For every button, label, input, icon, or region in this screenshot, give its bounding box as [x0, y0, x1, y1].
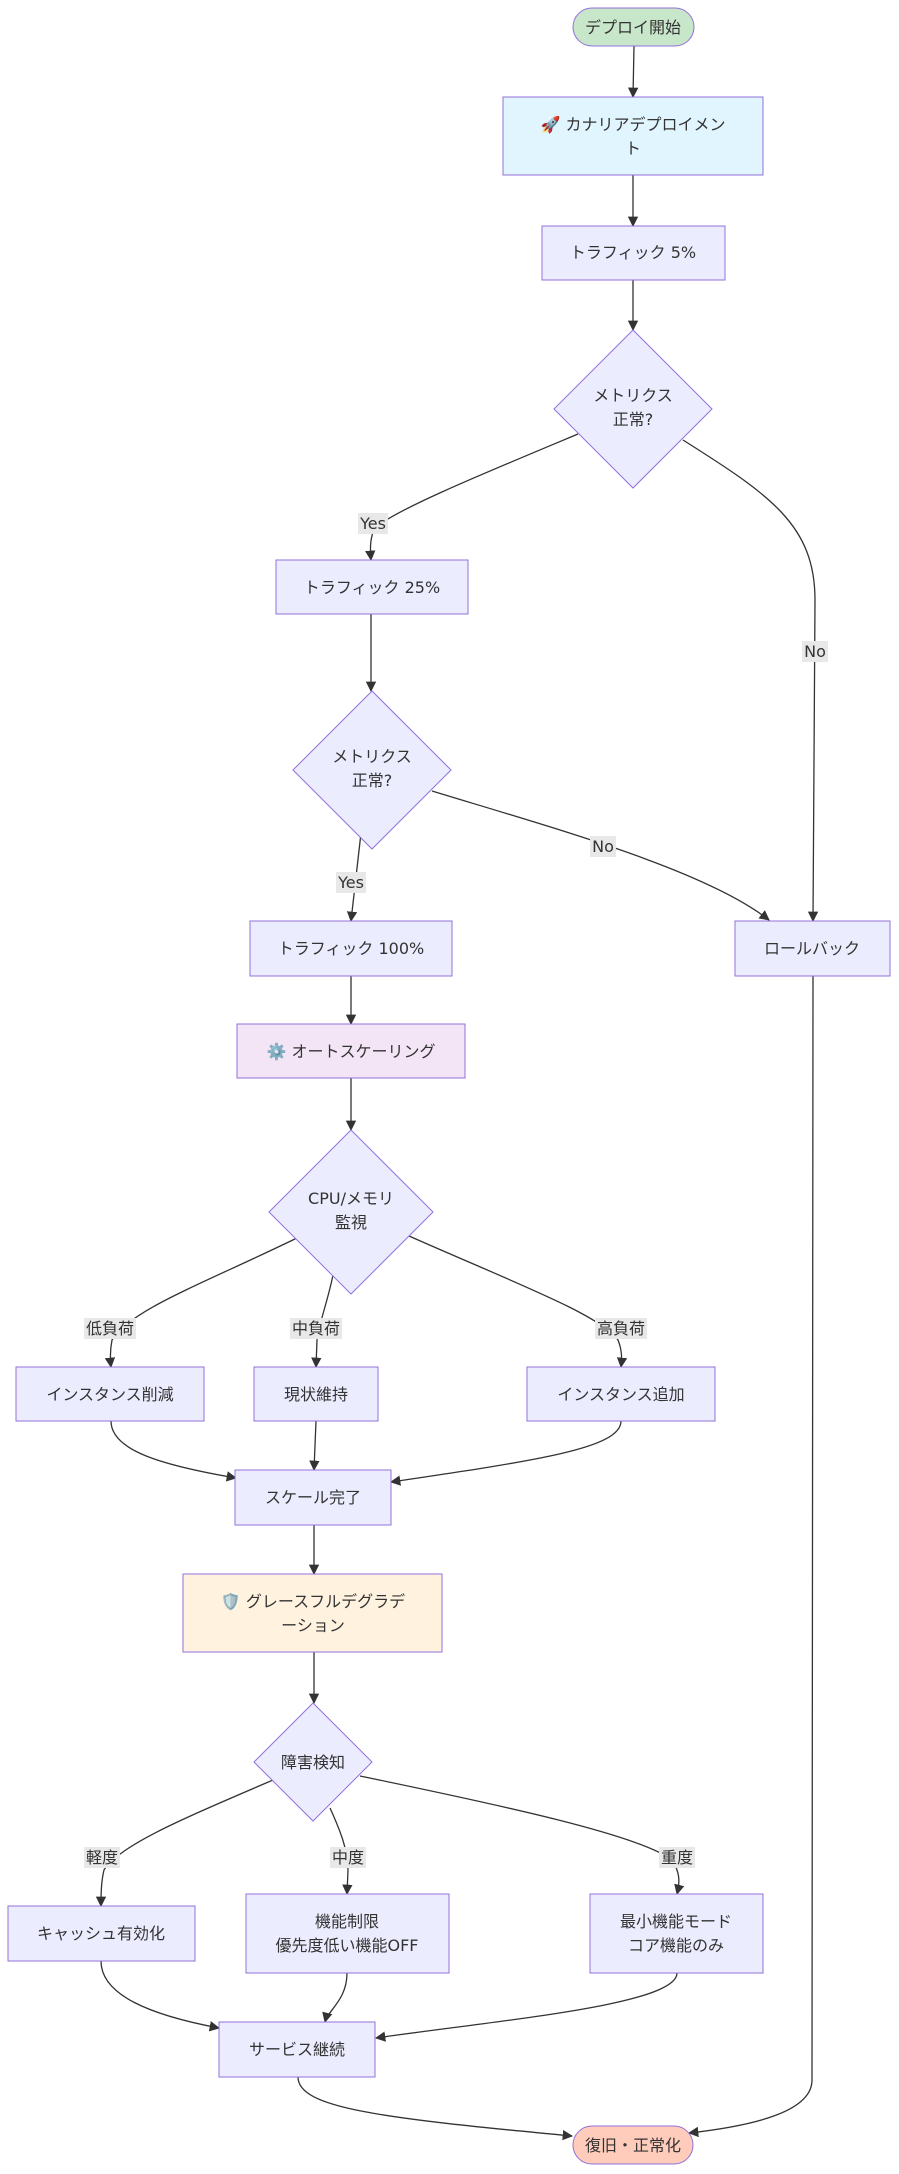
edge-label-text: 低負荷 [86, 1319, 134, 1338]
node-scale-complete: スケール完了 [234, 1469, 392, 1526]
node-service-continuation: サービス継続 [218, 2021, 376, 2078]
node-label: 障害検知 [281, 1753, 345, 1772]
node-recovery: 復旧・正常化 [572, 2125, 694, 2165]
node-graceful-degradation: 🛡️ グレースフルデグラデ ーション [182, 1573, 443, 1653]
edge-metrics1-rollback [682, 439, 819, 923]
edge-label-text: Yes [359, 514, 386, 533]
edge-metrics1-traffic25 [365, 433, 579, 562]
node-scale-in: インスタンス削減 [15, 1366, 205, 1422]
edge-label-text: No [804, 642, 826, 661]
edge-cache-continue [100, 1960, 221, 2032]
edge-label-low: 低負荷 [84, 1318, 136, 1339]
node-label: トラフィック 5% [570, 243, 696, 262]
edge-rollback-recover [687, 975, 814, 2138]
edge-monitor-keep [311, 1274, 334, 1369]
node-label-line-1: 🛡️ グレースフルデグラデ [221, 1592, 405, 1611]
edge-label-text: 中度 [332, 1848, 364, 1867]
node-label-line-2: 正常? [613, 410, 654, 429]
node-label: スケール完了 [265, 1488, 361, 1507]
node-metrics-check-1: メトリクス 正常? [553, 329, 713, 489]
node-label: デプロイ開始 [585, 18, 681, 37]
edge-label-text: 高負荷 [597, 1319, 645, 1338]
node-traffic-100: トラフィック 100% [249, 920, 453, 977]
node-scale-out: インスタンス追加 [526, 1366, 716, 1422]
node-label-line-2: 監視 [335, 1213, 367, 1232]
edge-metrics2-rollback [431, 790, 770, 921]
node-label: 現状維持 [284, 1385, 348, 1404]
node-enable-cache: キャッシュ有効化 [7, 1905, 196, 1962]
edge-label-yes-1: Yes [358, 513, 388, 534]
node-label-line-1: 機能制限 [315, 1912, 379, 1931]
node-label-line-2: ト [625, 139, 641, 158]
node-label: インスタンス削減 [46, 1385, 173, 1404]
edge-labels: Yes No Yes No 低負荷 中負荷 高負荷 軽度 [84, 513, 828, 1868]
edge-label-text: 軽度 [86, 1848, 118, 1867]
node-label-line-1: メトリクス [332, 747, 412, 766]
node-label: インスタンス追加 [557, 1385, 684, 1404]
node-label: ⚙️ オートスケーリング [266, 1042, 435, 1061]
node-canary-deployment: 🚀 カナリアデプロイメン ト [502, 96, 764, 176]
node-metrics-check-2: メトリクス 正常? [292, 690, 452, 850]
node-rollback: ロールバック [734, 920, 891, 977]
edge-detect-limit [329, 1807, 353, 1896]
edge-label-text: No [592, 837, 614, 856]
node-label-line-2: コア機能のみ [628, 1936, 724, 1955]
node-autoscaling: ⚙️ オートスケーリング [236, 1023, 466, 1079]
edge-label-mild: 軽度 [84, 1847, 120, 1868]
edges [95, 45, 819, 2141]
node-deploy-start: デプロイ開始 [572, 7, 695, 47]
node-label-line-2: ーション [281, 1616, 345, 1635]
node-failure-detection: 障害検知 [253, 1702, 373, 1822]
node-label: 復旧・正常化 [585, 2136, 681, 2155]
edge-limit-continue [322, 1972, 348, 2024]
node-label: ロールバック [764, 939, 860, 958]
edge-start-canary [627, 45, 639, 99]
nodes: デプロイ開始 🚀 カナリアデプロイメン ト トラフィック 5% メトリクス 正常… [7, 7, 891, 2165]
edge-scaleout-scaledone [389, 1420, 622, 1486]
node-label-line-2: 優先度低い機能OFF [275, 1936, 418, 1955]
node-label: トラフィック 100% [278, 939, 425, 958]
node-label-line-2: 正常? [352, 771, 393, 790]
node-label: トラフィック 25% [304, 578, 440, 597]
edge-detect-severe [359, 1775, 685, 1896]
node-traffic-5: トラフィック 5% [541, 225, 726, 281]
edge-minimal-continue [374, 1972, 678, 2042]
node-traffic-25: トラフィック 25% [275, 559, 469, 615]
node-label-line-1: 🚀 カナリアデプロイメン [540, 115, 725, 134]
edge-label-severe: 重度 [659, 1847, 695, 1868]
node-keep-current: 現状維持 [253, 1366, 379, 1422]
edge-label-mid: 中負荷 [290, 1318, 342, 1339]
edge-keep-scaledone [309, 1420, 320, 1472]
node-label-line-1: CPU/メモリ [308, 1189, 394, 1208]
node-minimal-mode: 最小機能モード コア機能のみ [589, 1893, 764, 1974]
node-feature-restriction: 機能制限 優先度低い機能OFF [245, 1893, 450, 1974]
node-label-line-1: 最小機能モード [620, 1912, 732, 1931]
node-label-line-1: メトリクス [593, 386, 673, 405]
edge-monitor-scalein [104, 1237, 298, 1369]
node-label: サービス継続 [249, 2040, 345, 2059]
edge-monitor-scaleout [408, 1235, 628, 1369]
node-label: キャッシュ有効化 [37, 1924, 165, 1943]
edge-label-high: 高負荷 [595, 1318, 647, 1339]
edge-continue-recover [297, 2076, 574, 2141]
edge-detect-cache [95, 1779, 274, 1908]
edge-label-no-2: No [590, 836, 616, 857]
edge-label-yes-2: Yes [336, 872, 366, 893]
edge-label-moderate: 中度 [330, 1847, 366, 1868]
edge-label-no-1: No [802, 641, 828, 662]
edge-scalein-scaledone [110, 1420, 238, 1482]
edge-label-text: 重度 [661, 1848, 693, 1867]
node-cpu-memory-monitor: CPU/メモリ 監視 [268, 1129, 434, 1295]
edge-label-text: 中負荷 [292, 1319, 340, 1338]
edge-label-text: Yes [337, 873, 364, 892]
